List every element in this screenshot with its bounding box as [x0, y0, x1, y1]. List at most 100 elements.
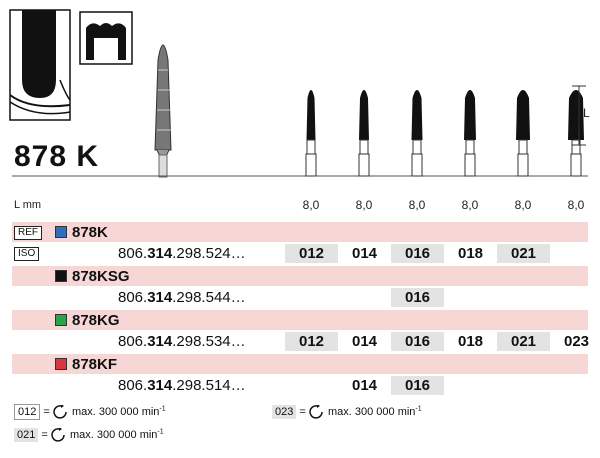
variant-name: 878K — [72, 224, 108, 241]
legend-exp: -1 — [157, 428, 164, 436]
bur-neck — [465, 139, 475, 155]
article-suffix: .298.514… — [172, 377, 246, 394]
length-value: 8,0 — [408, 198, 426, 212]
length-header-label: L mm — [14, 199, 42, 211]
legend-exp: -1 — [415, 405, 422, 413]
article-prefix: 806. — [118, 377, 148, 394]
size-cell — [444, 376, 497, 395]
length-value: 8,0 — [461, 198, 479, 212]
article-bold: 314 — [147, 333, 173, 350]
ref-tag: REF — [14, 226, 42, 240]
legend-item-021: 021 = max. 300 000 min-1 — [14, 427, 164, 442]
size-cell — [285, 288, 338, 307]
article-suffix: .298.524… — [172, 245, 246, 262]
article-bold: 314 — [147, 289, 173, 306]
legend-text: max. 300 000 min — [71, 405, 160, 418]
size-cell: 014 — [351, 333, 378, 350]
size-cell: 016 — [391, 376, 444, 395]
size-cell: 021 — [497, 332, 550, 351]
color-swatch — [55, 358, 67, 370]
legend-code: 021 — [14, 427, 39, 442]
article-bold: 314 — [147, 245, 173, 262]
size-cell — [497, 376, 550, 395]
bur-shank — [411, 153, 423, 177]
bur-neck — [306, 139, 316, 155]
bur-neck — [518, 139, 528, 155]
article-number: 806.314.298.544… — [118, 289, 246, 306]
size-cell: 021 — [497, 244, 550, 263]
legend-code: 012 — [14, 403, 41, 420]
legend-text: max. 300 000 min — [327, 405, 416, 418]
size-cell — [497, 288, 550, 307]
article-suffix: .298.544… — [172, 289, 246, 306]
article-prefix: 806. — [118, 245, 148, 262]
rotation-icon — [51, 427, 65, 442]
article-suffix: .298.534… — [172, 333, 246, 350]
size-cell: 014 — [351, 245, 378, 262]
bur-head — [464, 90, 476, 140]
tooth-icon — [79, 11, 133, 65]
size-cell — [550, 244, 600, 263]
size-cell: 014 — [351, 377, 378, 394]
legend-eq: = — [41, 428, 48, 441]
preparation-icon — [9, 9, 71, 121]
bur-head — [306, 90, 316, 140]
legend-code: 023 — [272, 404, 297, 419]
article-number: 806.314.298.524… — [118, 245, 246, 262]
size-cell — [550, 288, 600, 307]
model-title: 878 K — [14, 140, 100, 173]
bur-head — [411, 90, 423, 140]
size-cell: 012 — [285, 332, 338, 351]
bur-shank — [464, 153, 476, 177]
variant-band — [12, 310, 588, 330]
legend-eq: = — [43, 405, 50, 418]
length-value: 8,0 — [567, 198, 585, 212]
variant-band — [12, 266, 588, 286]
bur-shank — [305, 153, 317, 177]
bur-shank — [570, 153, 582, 177]
size-cell: 023 — [563, 333, 590, 350]
size-cell — [444, 288, 497, 307]
article-number: 806.314.298.514… — [118, 377, 246, 394]
size-cell — [338, 288, 391, 307]
legend-item-023: 023 = max. 300 000 min-1 — [272, 404, 422, 419]
length-value: 8,0 — [302, 198, 320, 212]
rotation-icon — [309, 404, 323, 419]
bur-neck — [359, 139, 369, 155]
length-value: 8,0 — [355, 198, 373, 212]
legend-exp: -1 — [159, 405, 166, 413]
size-cell: 012 — [285, 244, 338, 263]
bur-neck — [412, 139, 422, 155]
bur-head — [516, 90, 530, 140]
legend-eq: = — [299, 405, 306, 418]
color-swatch — [55, 270, 67, 282]
variant-name: 878KG — [72, 312, 120, 329]
variant-name: 878KSG — [72, 268, 130, 285]
size-cell: 018 — [457, 333, 484, 350]
size-cell: 016 — [391, 288, 444, 307]
size-cell: 016 — [391, 332, 444, 351]
variant-name: 878KF — [72, 356, 118, 373]
bur-head — [568, 90, 584, 140]
legend-text: max. 300 000 min — [69, 428, 158, 441]
size-cell: 018 — [457, 245, 484, 262]
article-bold: 314 — [147, 377, 173, 394]
bur-silhouettes — [305, 90, 584, 177]
bur-shank — [358, 153, 370, 177]
bur-head — [359, 90, 369, 140]
iso-tag: ISO — [14, 247, 40, 261]
color-swatch — [55, 314, 67, 326]
legend-item-012: 012 = max. 300 000 min-1 — [14, 403, 166, 420]
size-cell — [285, 376, 338, 395]
article-prefix: 806. — [118, 333, 148, 350]
bur-shank — [517, 153, 529, 177]
size-cell: 016 — [391, 244, 444, 263]
rotation-icon — [53, 404, 67, 419]
article-number: 806.314.298.534… — [118, 333, 246, 350]
length-dimension — [572, 85, 586, 146]
diamond-bur-icon — [154, 44, 172, 178]
length-value: 8,0 — [514, 198, 532, 212]
variant-band — [12, 354, 588, 374]
instrument-illustration — [9, 9, 588, 178]
color-swatch — [55, 226, 67, 238]
